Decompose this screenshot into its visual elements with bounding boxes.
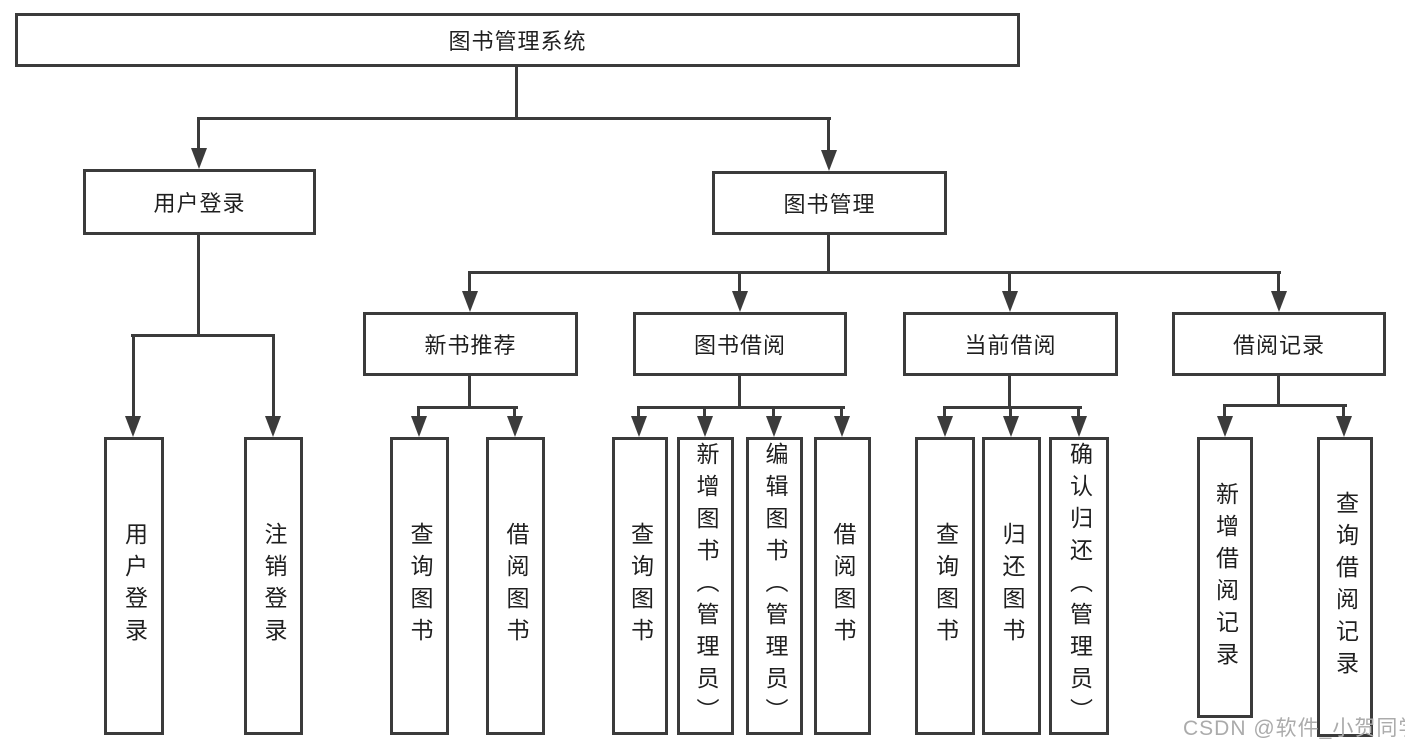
arrowhead-down-icon: [821, 150, 837, 171]
node-borrow-record: 借阅记录: [1172, 312, 1386, 376]
connector-vline: [1008, 271, 1011, 294]
connector-vline: [1342, 404, 1345, 420]
leaf-borrow-books-recommend: 借阅图书: [486, 437, 545, 735]
node-borrow-record-label: 借阅记录: [1232, 333, 1325, 358]
arrowhead-down-icon: [125, 416, 141, 437]
leaf-borrow-books-recommend-label: 借阅图书: [503, 522, 529, 650]
arrowhead-down-icon: [1271, 291, 1287, 312]
arrowhead-down-icon: [1003, 416, 1019, 437]
connector-vline: [1008, 374, 1011, 408]
leaf-query-borrow-record-label: 查询借阅记录: [1332, 491, 1359, 683]
connector-vline: [272, 334, 275, 419]
connector-hline: [417, 406, 518, 409]
connector-hline: [131, 334, 274, 337]
node-new-book-recommend: 新书推荐: [363, 312, 578, 376]
node-book-management-label: 图书管理: [783, 192, 876, 217]
leaf-query-books-recommend: 查询图书: [390, 437, 449, 735]
connector-vline: [637, 406, 640, 420]
connector-vline: [468, 374, 471, 408]
connector-vline: [197, 233, 200, 337]
connector-vline: [827, 233, 830, 273]
connector-vline: [1009, 406, 1012, 420]
leaf-add-books-admin: 新增图书（管理员）: [677, 437, 734, 735]
node-current-borrow-label: 当前借阅: [964, 333, 1057, 358]
leaf-confirm-return-admin: 确认归还（管理员）: [1049, 437, 1109, 735]
connector-vline: [132, 334, 135, 419]
connector-hline: [637, 406, 845, 409]
leaf-borrow-books: 借阅图书: [814, 437, 871, 735]
arrowhead-down-icon: [265, 416, 281, 437]
connector-vline: [943, 406, 946, 420]
arrowhead-down-icon: [411, 416, 427, 437]
connector-hline: [197, 117, 831, 120]
connector-hline: [1223, 404, 1347, 407]
arrowhead-down-icon: [1002, 291, 1018, 312]
node-book-management: 图书管理: [712, 171, 947, 235]
arrowhead-down-icon: [1336, 416, 1352, 437]
arrowhead-down-icon: [834, 416, 850, 437]
connector-vline: [1277, 374, 1280, 406]
node-user-login-label: 用户登录: [153, 191, 246, 216]
connector-vline: [1077, 406, 1080, 420]
leaf-user-login-label: 用户登录: [121, 522, 148, 650]
connector-hline: [468, 271, 1281, 274]
node-system-root: 图书管理系统: [15, 13, 1020, 67]
arrowhead-down-icon: [1071, 416, 1087, 437]
arrowhead-down-icon: [462, 291, 478, 312]
node-current-borrow: 当前借阅: [903, 312, 1118, 376]
leaf-user-login: 用户登录: [104, 437, 164, 735]
leaf-query-books-current: 查询图书: [915, 437, 975, 735]
connector-vline: [417, 406, 420, 420]
connector-vline: [1277, 271, 1280, 294]
leaf-return-books-label: 归还图书: [999, 522, 1025, 650]
arrowhead-down-icon: [937, 416, 953, 437]
connector-vline: [738, 271, 741, 294]
node-book-borrow-label: 图书借阅: [693, 333, 786, 358]
node-user-login: 用户登录: [83, 169, 316, 235]
leaf-borrow-books-label: 借阅图书: [830, 522, 856, 650]
arrowhead-down-icon: [732, 291, 748, 312]
connector-vline: [703, 406, 706, 420]
connector-vline: [515, 66, 518, 119]
leaf-query-books-recommend-label: 查询图书: [407, 522, 433, 650]
leaf-return-books: 归还图书: [982, 437, 1041, 735]
leaf-edit-books-admin: 编辑图书（管理员）: [746, 437, 803, 735]
connector-hline: [943, 406, 1082, 409]
leaf-query-books-current-label: 查询图书: [932, 522, 959, 650]
node-book-borrow: 图书借阅: [633, 312, 847, 376]
connector-vline: [738, 374, 741, 408]
connector-vline: [827, 117, 830, 152]
csdn-watermark: CSDN @软件_小贺同学: [1183, 717, 1405, 740]
arrowhead-down-icon: [507, 416, 523, 437]
arrowhead-down-icon: [191, 148, 207, 169]
leaf-add-books-admin-label: 新增图书（管理员）: [693, 442, 719, 730]
leaf-confirm-return-admin-label: 确认归还（管理员）: [1066, 442, 1093, 730]
arrowhead-down-icon: [697, 416, 713, 437]
leaf-add-borrow-record-label: 新增借阅记录: [1212, 481, 1239, 674]
connector-vline: [513, 406, 516, 420]
connector-vline: [468, 271, 471, 294]
connector-vline: [1223, 404, 1226, 420]
leaf-add-borrow-record: 新增借阅记录: [1197, 437, 1253, 718]
node-new-book-recommend-label: 新书推荐: [424, 333, 517, 358]
connector-vline: [772, 406, 775, 420]
connector-vline: [840, 406, 843, 420]
leaf-query-books-borrow-label: 查询图书: [627, 522, 654, 650]
leaf-query-books-borrow: 查询图书: [612, 437, 668, 735]
leaf-edit-books-admin-label: 编辑图书（管理员）: [762, 442, 788, 730]
arrowhead-down-icon: [766, 416, 782, 437]
node-system-root-label: 图书管理系统: [448, 29, 587, 54]
arrowhead-down-icon: [631, 416, 647, 437]
leaf-logout-login-label: 注销登录: [261, 522, 287, 650]
connector-vline: [197, 117, 200, 150]
leaf-query-borrow-record: 查询借阅记录: [1317, 437, 1373, 737]
arrowhead-down-icon: [1217, 416, 1233, 437]
leaf-logout-login: 注销登录: [244, 437, 303, 735]
